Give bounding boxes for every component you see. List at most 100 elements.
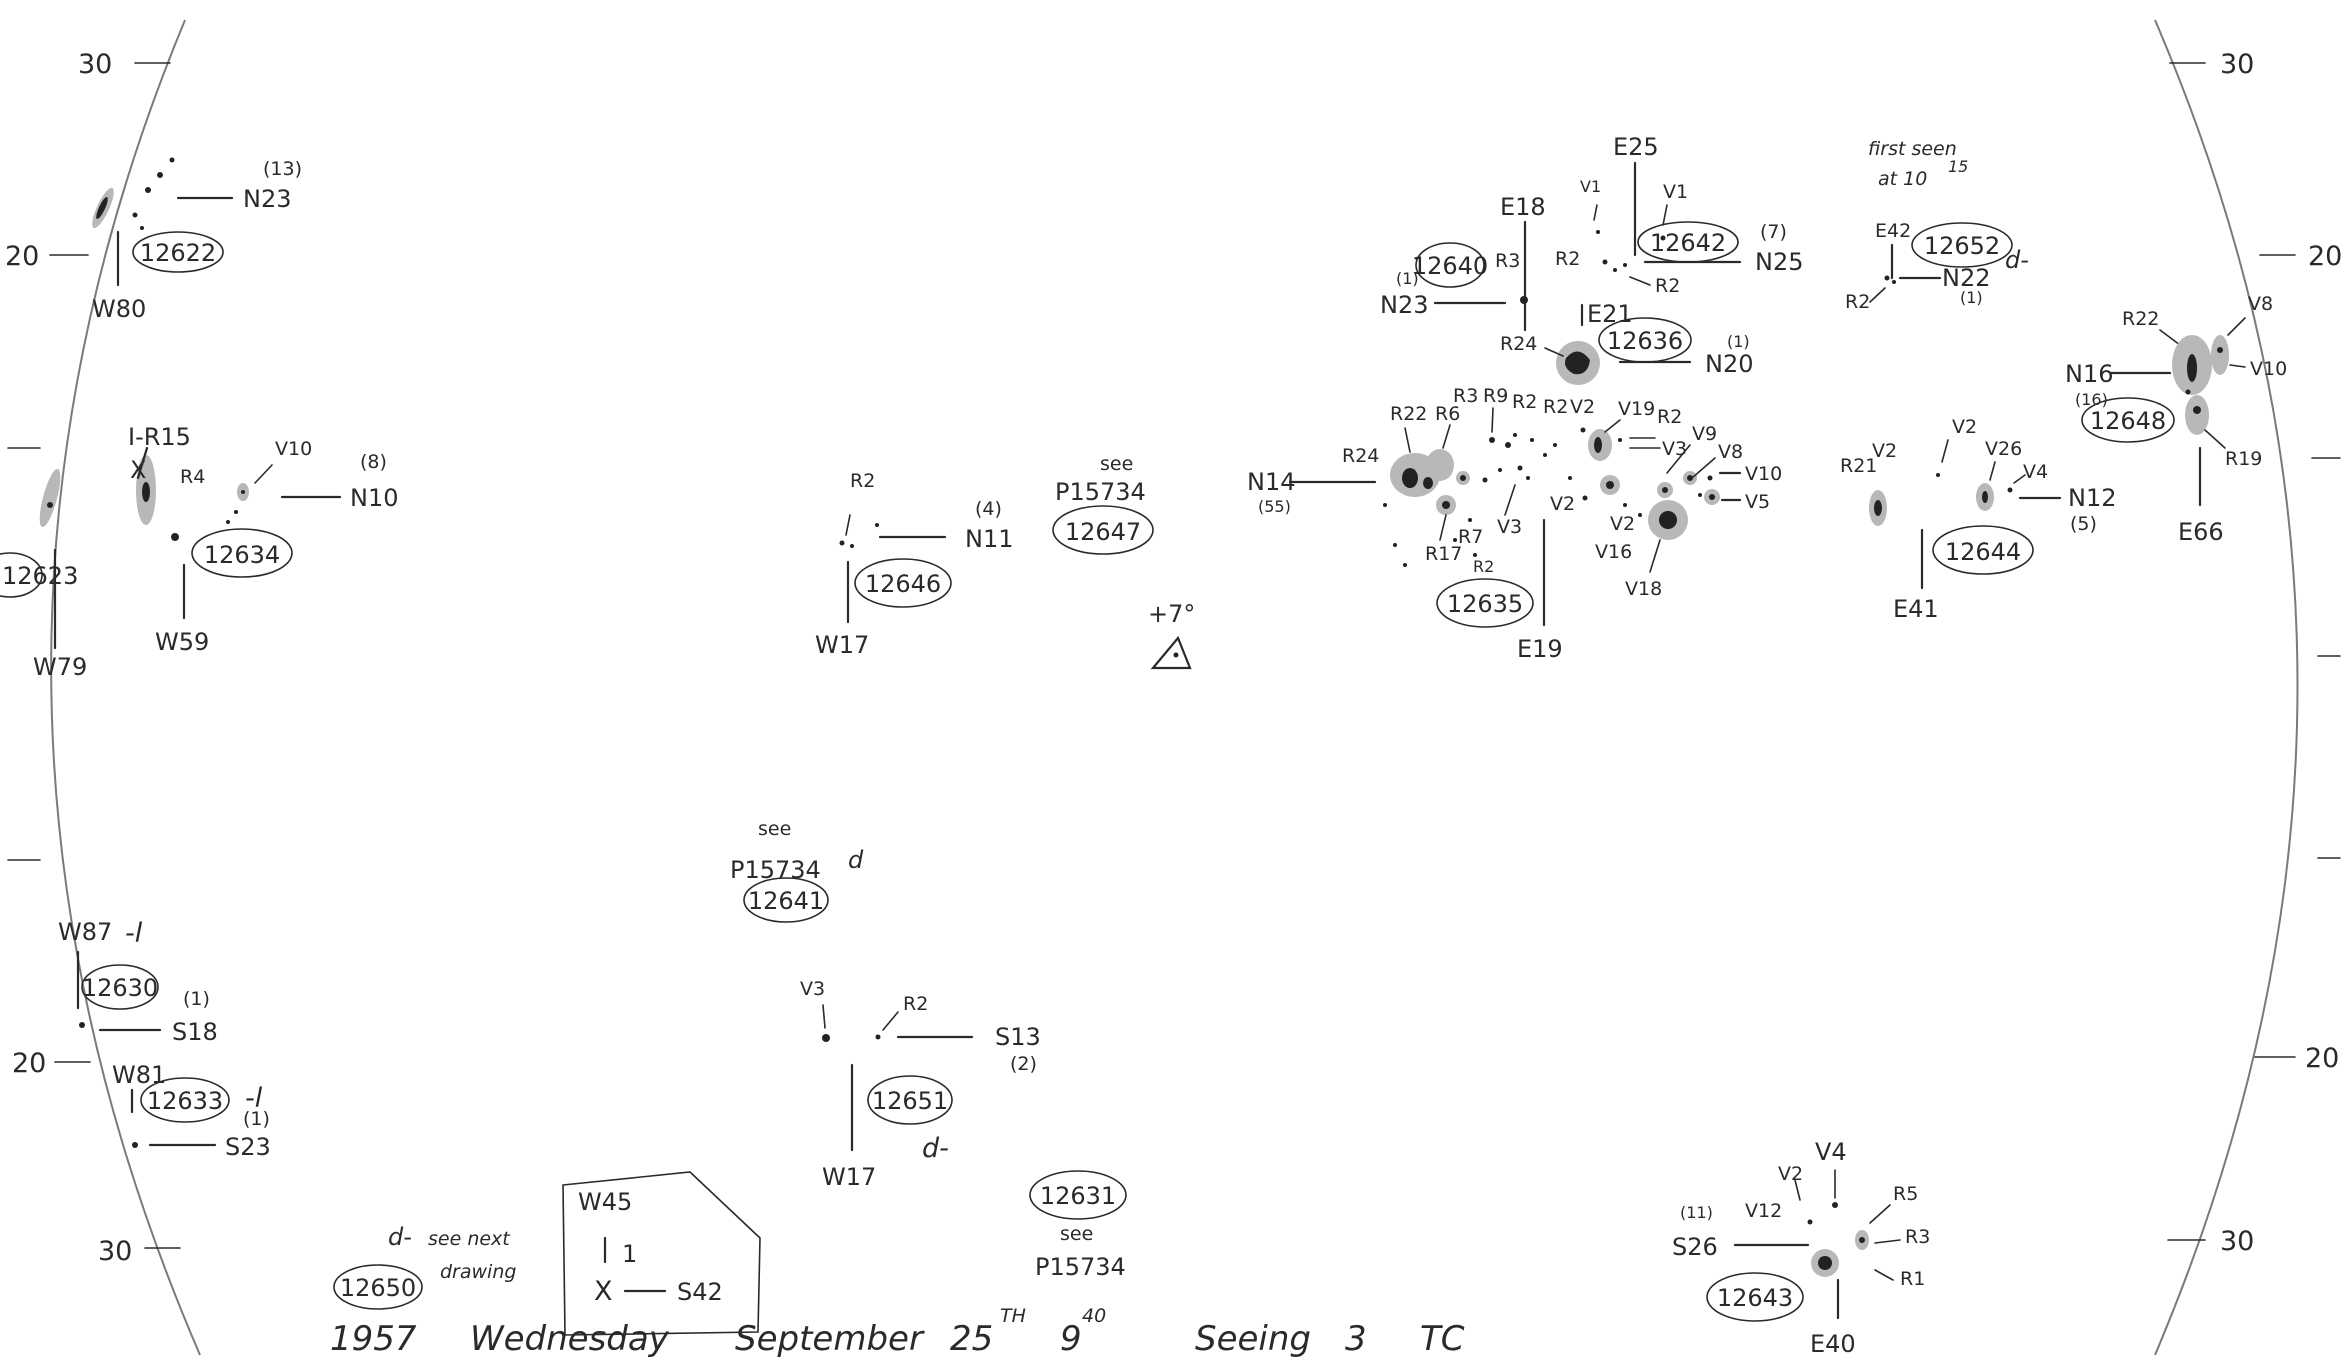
region-12633: W81 12633 -l (1) S23 [112,1061,271,1161]
latitude-label: S26 [1672,1233,1718,1261]
region-12641: see P15734 d 12641 [730,818,864,923]
spot-label: R2 [1655,275,1680,297]
region-number-circle [743,877,829,923]
region-12643: V2 V4 V12 R5 R3 R1 (11) S26 12643 E40 [1672,1138,1930,1358]
see-note: see [758,818,791,840]
footer-observer: TC [1420,1319,1465,1359]
spot-label: V10 [275,438,312,460]
spot-label: V19 [1618,398,1655,420]
spot-label: V26 [1985,438,2022,460]
spot-label: R2 [850,470,875,492]
spot-label: R2 [1473,557,1494,576]
spot-label: R17 [1425,543,1462,565]
spot-label: R1 [1900,1268,1925,1290]
latitude-label: N12 [2068,484,2117,512]
latitude-label: N25 [1755,248,1804,276]
region-number-circle [1415,242,1485,288]
longitude-label: E25 [1613,133,1659,161]
region-number-circle [2081,397,2175,443]
footer-hour: 9 [1060,1319,1082,1359]
region-12642: E25 V1 V1 R2 R2 12642 N25 (7) [1555,133,1804,297]
footer-month: September [735,1319,925,1359]
spot-label: R2 [1543,396,1568,418]
region-12652: E42 12652 d- N22 (1) R2 [1845,220,2029,313]
region-number: 12634 [204,541,280,569]
region-number: 12631 [1040,1182,1116,1210]
central-meridian-marker: +7° [1148,600,1195,670]
spot-count: (7) [1760,221,1787,243]
spot-count: (1) [183,988,210,1010]
plate-number: P15734 [1035,1253,1126,1281]
center-label: +7° [1148,600,1195,628]
longitude-label: E21 [1587,300,1633,328]
region-12640: E18 R3 12640 (1) N23 [1380,193,1546,332]
spot-label: V10 [1745,463,1782,485]
spot-label: V2 [1550,493,1575,515]
region-number: 12648 [2090,407,2166,435]
region-number-circle [1706,1272,1804,1322]
spot-label: R24 [1342,445,1379,467]
spot-label: V1 [1663,181,1688,203]
spot-count: (1) [1396,269,1419,288]
region-number: 12636 [1607,327,1683,355]
latitude-label: N16 [2065,360,2114,388]
latitude-label: S23 [225,1133,271,1161]
latitude-label: N14 [1247,468,1296,496]
latitude-scale-left: 30 20 20 30 [5,49,181,1267]
spot-label: V12 [1745,1200,1782,1222]
region-number-circle [191,528,293,578]
region-number-circle [140,1077,230,1123]
spot-count: (4) [975,498,1002,520]
longitude-label: E40 [1810,1330,1856,1358]
spot-label: R21 [1840,455,1877,477]
region-note: d- [388,1223,412,1251]
region-number-circle [1029,1170,1127,1220]
region-12636: E21 R24 12636 N20 (1) [1500,300,1754,385]
see-note: see [1100,453,1133,475]
inset-count: 1 [622,1240,637,1268]
spot-label: V16 [1595,541,1632,563]
solar-limb-left [50,19,201,1356]
region-number: 12644 [1945,538,2021,566]
region-note: -l [245,1083,263,1114]
spot-label: V3 [1662,438,1687,460]
region-note: d- [2005,246,2029,274]
spot-label: V2 [1570,396,1595,418]
spot-label: R19 [2225,448,2262,470]
region-12651: V3 R2 S13 (2) 12651 d- W17 [800,978,1041,1191]
longitude-label: W80 [92,295,146,323]
footer-year: 1957 [330,1319,417,1359]
region-number: 12652 [1924,232,2000,260]
region-number-circle [333,1264,423,1310]
plate-number: P15734 [730,856,821,884]
latitude-label: N22 [1942,264,1991,292]
left-tick-label: 20 [12,1048,46,1079]
latitude-label: N11 [965,525,1014,553]
longitude-label: W79 [33,653,87,681]
footer-seeing-label: Seeing [1195,1319,1311,1359]
spot-label: V2 [1610,513,1635,535]
region-12644: R21 V2 V2 V26 V4 N12 (5) 12644 E41 [1840,416,2117,623]
spot-label: V8 [2248,293,2273,315]
region-12634: I-R15 X R4 V10 N10 (8) 12634 W59 [128,423,399,656]
region-12630: W87 -l 12630 S18 (1) [58,918,218,1046]
longitude-label: E42 [1875,220,1911,242]
spot-label: V2 [1872,440,1897,462]
spot-count: (2) [1010,1053,1037,1075]
spot-label: I-R15 [128,423,191,451]
spot-label: R2 [903,993,928,1015]
spot-label: R3 [1495,250,1520,272]
latitude-label: N20 [1705,350,1754,378]
spot-label: V3 [800,978,825,1000]
spot-label: R2 [1555,248,1580,270]
spot-count: (1) [1960,288,1983,307]
longitude-label: W87 [58,918,112,946]
spot-label: R7 [1458,526,1483,548]
note-line: first seen [1868,138,1957,160]
spot-label: V4 [1815,1138,1847,1166]
spot-count: (1) [1727,332,1750,351]
spot-label: R2 [1845,291,1870,313]
longitude-label: W59 [155,628,209,656]
region-12623: 12623 W79 [0,468,87,681]
